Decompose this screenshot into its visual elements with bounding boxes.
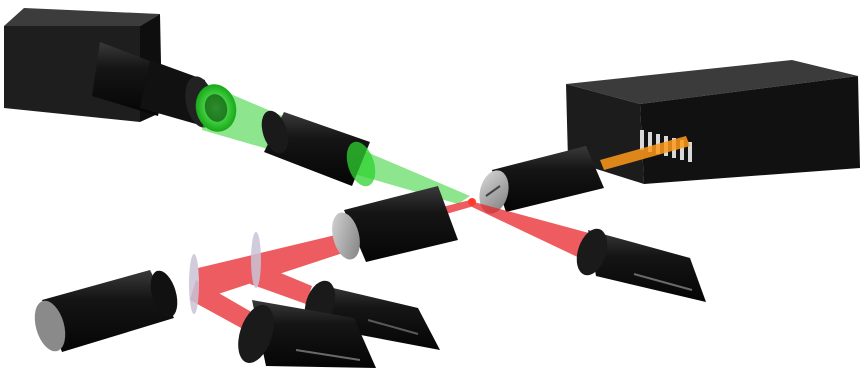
sample-point-icon	[468, 198, 476, 206]
detector-right	[576, 228, 706, 302]
green-path-objective-icon	[261, 110, 376, 187]
excitation-objective-icon	[479, 146, 604, 214]
detector-lower	[238, 300, 376, 368]
detector-left	[34, 270, 178, 352]
detector-tube-icon	[34, 228, 706, 368]
beam-splitter-icon	[189, 232, 261, 314]
collection-objective-icon	[332, 186, 458, 262]
orange-beam	[600, 136, 690, 170]
